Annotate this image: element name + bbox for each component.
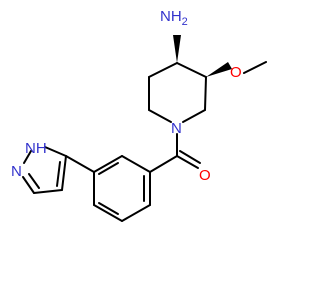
bond-carbonyl-c-o-2 (179, 150, 201, 164)
bond-c2-n1 (182, 109, 206, 123)
bond-carbonyl-c-o-1 (176, 155, 199, 169)
bond-c5-c4-pz (61, 155, 67, 191)
bond-ar5-ar6 (93, 155, 123, 173)
bond-c4-c3-pz (33, 189, 63, 194)
bond-ar2-ar3 (121, 204, 151, 222)
pyrazole-nh-label: NH (25, 140, 47, 157)
bond-n2-n1-pz (23, 150, 32, 164)
piperidine-nitrogen-label: N (171, 120, 182, 137)
bond-c3-n2-pz-1 (22, 176, 35, 194)
bond-ar-inner-3 (98, 162, 119, 175)
bond-aryl-pyrazole (65, 155, 95, 173)
pyrazole-n-label: N (11, 163, 22, 180)
bond-ar-inner-2 (98, 202, 119, 215)
bond-carbonyl-c-aryl (149, 155, 178, 173)
carbonyl-group (149, 133, 201, 173)
molecule-drawing: NH2 N O O NH N (11, 8, 267, 222)
bond-ar6-ar1 (121, 155, 151, 173)
bond-c3-n2-pz-2 (28, 173, 40, 189)
carbonyl-oxygen-label: O (199, 167, 211, 184)
bond-ar3-ar4 (93, 204, 123, 222)
bond-c5-c4 (148, 62, 178, 78)
amine-label: NH2 (160, 8, 188, 28)
pyrazole-ring (22, 146, 67, 194)
wedge-bond-methoxy (206, 62, 232, 77)
methoxy-oxygen-label: O (230, 64, 242, 81)
wedge-bond-amine (173, 35, 181, 63)
benzene-ring (93, 155, 151, 222)
bond-c4-c3 (176, 62, 207, 78)
structure-canvas: NH2 N O O NH N (11, 8, 267, 222)
bond-n1-c6 (148, 109, 172, 123)
bond-c5-c4-pz-inner (56, 161, 61, 187)
bond-o-methyl (243, 61, 267, 74)
bond-c3-c2 (204, 76, 207, 111)
piperidine-ring (148, 62, 207, 123)
bond-n1-c5-pz (44, 146, 67, 157)
